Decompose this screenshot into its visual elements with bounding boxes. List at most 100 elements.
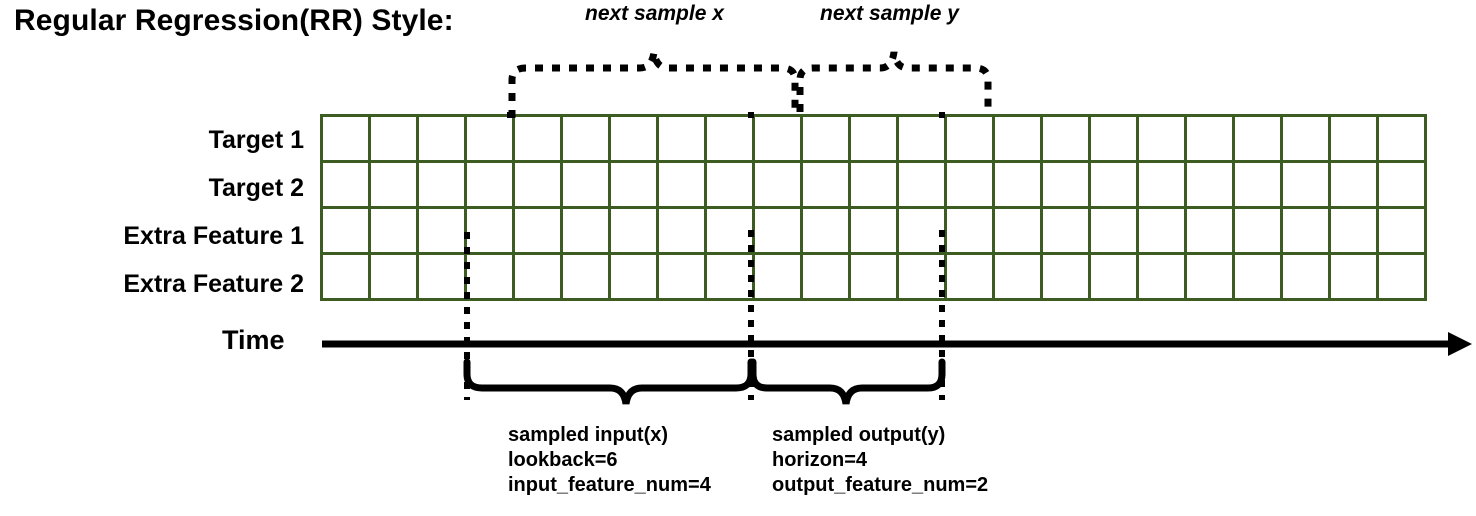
timeline-cell: [704, 114, 755, 163]
timeline-cell: [656, 160, 707, 209]
timeline-cell: [1232, 114, 1283, 163]
timeline-grid-row: [320, 160, 1427, 209]
timeline-cell: [1136, 252, 1187, 301]
annotation-sampled-input-line2: lookback=6: [508, 449, 618, 471]
timeline-cell: [1184, 114, 1235, 163]
row-label-target-1: Target 1: [208, 126, 304, 154]
annotation-sampled-input: sampled input(x) lookback=6 input_featur…: [508, 423, 711, 498]
timeline-cell: [1040, 160, 1091, 209]
timeline-cell: [944, 252, 995, 301]
timeline-cell: [368, 206, 419, 255]
annotation-sampled-output: sampled output(y) horizon=4 output_featu…: [772, 423, 988, 498]
timeline-cell: [1376, 206, 1427, 255]
timeline-cell: [1328, 160, 1379, 209]
timeline-cell: [416, 160, 467, 209]
timeline-cell: [752, 206, 803, 255]
annotation-sampled-output-line2: horizon=4: [772, 449, 868, 471]
timeline-cell: [1088, 206, 1139, 255]
timeline-cell: [1232, 206, 1283, 255]
time-axis-arrow: [1448, 332, 1472, 356]
timeline-cell: [320, 160, 371, 209]
timeline-cell: [1136, 206, 1187, 255]
timeline-cell: [896, 160, 947, 209]
timeline-cell: [752, 114, 803, 163]
time-axis-label: Time: [222, 325, 285, 355]
label-next-sample-y: next sample y: [820, 2, 959, 25]
timeline-cell: [608, 252, 659, 301]
timeline-cell: [1184, 206, 1235, 255]
brace-next-sample-y: [796, 51, 992, 112]
timeline-cell: [896, 252, 947, 301]
page-title: Regular Regression(RR) Style:: [14, 4, 454, 37]
timeline-cell: [800, 252, 851, 301]
timeline-cell: [416, 252, 467, 301]
timeline-cell: [512, 160, 563, 209]
brace-next-sample-x: [508, 51, 799, 118]
timeline-cell: [1280, 252, 1331, 301]
timeline-cell: [416, 114, 467, 163]
timeline-cell: [1184, 160, 1235, 209]
timeline-cell: [1040, 206, 1091, 255]
annotation-sampled-input-line3: input_feature_num=4: [508, 474, 711, 496]
timeline-cell: [608, 206, 659, 255]
timeline-cell: [464, 114, 515, 163]
timeline-cell: [1280, 160, 1331, 209]
timeline-cell: [368, 252, 419, 301]
timeline-grid-row: [320, 114, 1427, 163]
timeline-cell: [1232, 160, 1283, 209]
timeline-cell: [896, 206, 947, 255]
timeline-cell: [1040, 252, 1091, 301]
brace-sampled-input: [463, 358, 755, 405]
timeline-cell: [464, 160, 515, 209]
timeline-cell: [992, 160, 1043, 209]
timeline-cell: [1376, 252, 1427, 301]
timeline-cell: [1136, 114, 1187, 163]
timeline-cell: [848, 206, 899, 255]
timeline-cell: [800, 160, 851, 209]
timeline-grid-row: [320, 206, 1427, 255]
timeline-cell: [320, 114, 371, 163]
timeline-cell: [656, 114, 707, 163]
timeline-cell: [512, 206, 563, 255]
annotation-sampled-output-line3: output_feature_num=2: [772, 474, 989, 496]
timeline-cell: [848, 160, 899, 209]
annotation-sampled-input-line1: sampled input(x): [508, 424, 669, 446]
timeline-cell: [320, 252, 371, 301]
timeline-cell: [992, 114, 1043, 163]
timeline-cell: [1232, 252, 1283, 301]
timeline-cell: [1184, 252, 1235, 301]
timeline-cell: [752, 252, 803, 301]
timeline-cell: [560, 252, 611, 301]
timeline-cell: [992, 252, 1043, 301]
timeline-cell: [704, 252, 755, 301]
timeline-cell: [1088, 160, 1139, 209]
timeline-cell: [656, 206, 707, 255]
row-label-target-2: Target 2: [208, 174, 304, 202]
timeline-cell: [704, 160, 755, 209]
timeline-cell: [560, 114, 611, 163]
timeline-grid: [320, 114, 1427, 301]
timeline-cell: [752, 160, 803, 209]
timeline-cell: [1376, 114, 1427, 163]
timeline-cell: [1088, 114, 1139, 163]
timeline-cell: [848, 252, 899, 301]
row-label-extra-feature-2: Extra Feature 2: [123, 270, 304, 298]
timeline-cell: [320, 206, 371, 255]
timeline-cell: [1088, 252, 1139, 301]
timeline-cell: [1328, 206, 1379, 255]
timeline-cell: [416, 206, 467, 255]
timeline-cell: [944, 160, 995, 209]
timeline-cell: [1040, 114, 1091, 163]
row-label-extra-feature-1: Extra Feature 1: [123, 222, 304, 250]
timeline-cell: [1136, 160, 1187, 209]
timeline-cell: [464, 252, 515, 301]
timeline-grid-row: [320, 252, 1427, 301]
timeline-cell: [848, 114, 899, 163]
timeline-cell: [944, 114, 995, 163]
row-label-column: Target 1 Target 2 Extra Feature 1 Extra …: [0, 116, 312, 308]
timeline-cell: [1328, 252, 1379, 301]
timeline-cell: [512, 252, 563, 301]
timeline-cell: [800, 114, 851, 163]
timeline-cell: [1280, 206, 1331, 255]
brace-sampled-output: [749, 358, 946, 405]
